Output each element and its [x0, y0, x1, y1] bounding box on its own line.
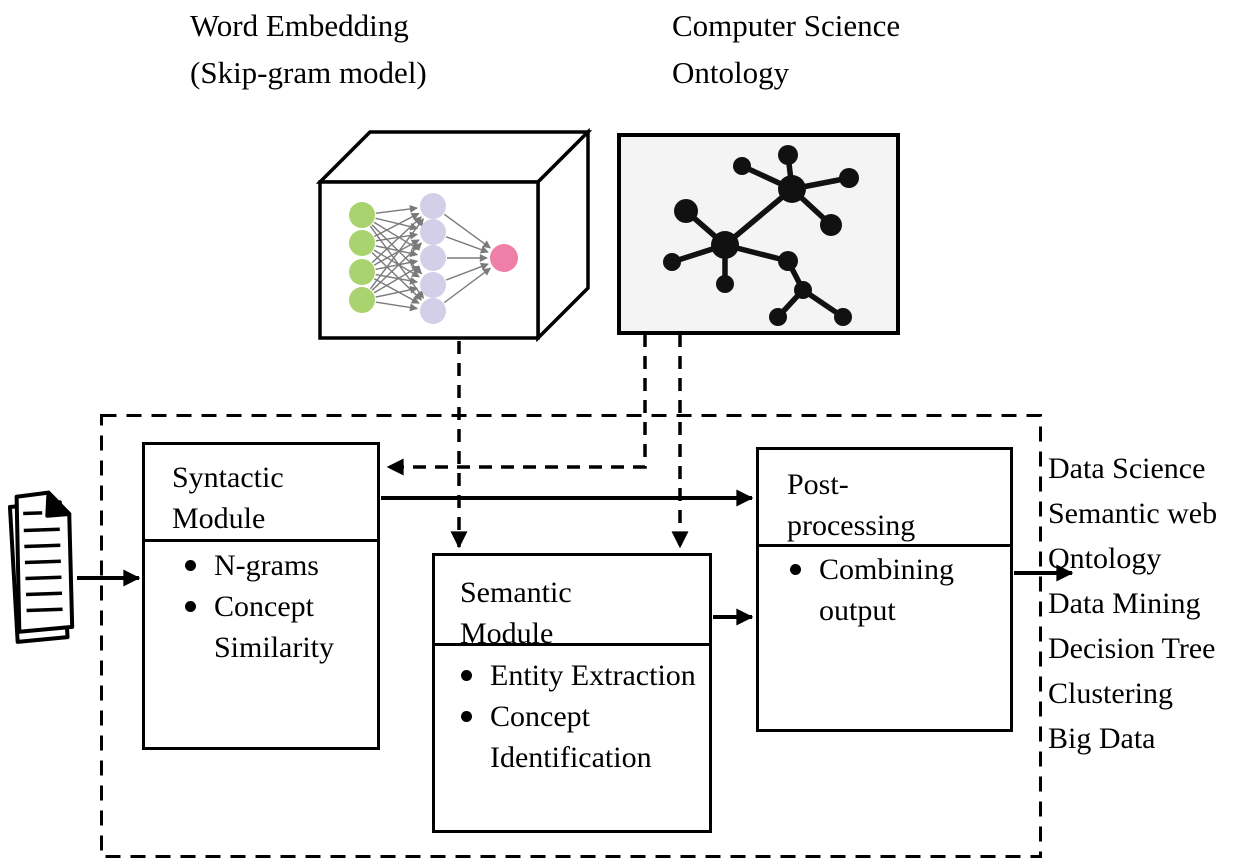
postprocessing-title-line2: processing	[787, 509, 916, 542]
list-item-text: Concept Identification	[490, 700, 652, 774]
arrow-ontology-to-syntactic	[386, 334, 647, 476]
list-item: Concept Similarity	[185, 586, 377, 668]
ontology-graph-icon	[617, 133, 900, 335]
list-item-text: Concept Similarity	[214, 590, 334, 664]
syntactic-module-box: Syntactic Module N-grams Concept Similar…	[142, 442, 380, 750]
list-item-text: Combining output	[819, 553, 955, 627]
bullet-icon	[790, 564, 801, 575]
postprocessing-module-box: Post- processing Combining output	[756, 447, 1013, 732]
output-term: Clustering	[1048, 677, 1173, 710]
neural-network-icon	[315, 127, 593, 343]
syntactic-title-line1: Syntactic	[172, 461, 284, 494]
syntactic-title-line2: Module	[172, 502, 266, 535]
semantic-module-items: Entity Extraction Concept Identification	[435, 646, 709, 778]
output-term: Data Mining	[1048, 587, 1201, 620]
flow-arrows-dashed	[386, 334, 689, 549]
output-term: Decision Tree	[1048, 632, 1216, 665]
semantic-title-line1: Semantic	[460, 576, 572, 609]
postprocessing-module-title: Post- processing	[759, 450, 1010, 547]
list-item-text: Entity Extraction	[490, 659, 696, 692]
computer-science-ontology-label: Computer Science Ontology	[672, 2, 900, 96]
list-item-text: N-grams	[214, 549, 319, 582]
output-term: Big Data	[1048, 722, 1156, 755]
bullet-icon	[185, 601, 196, 612]
semantic-module-box: Semantic Module Entity Extraction Concep…	[432, 553, 712, 833]
syntactic-module-title: Syntactic Module	[145, 445, 377, 542]
output-term: Semantic web	[1048, 497, 1218, 530]
output-term: Ontology	[1048, 542, 1162, 575]
syntactic-module-items: N-grams Concept Similarity	[145, 542, 377, 668]
bullet-icon	[185, 560, 196, 571]
semantic-module-title: Semantic Module	[435, 556, 709, 650]
postprocessing-module-items: Combining output	[759, 547, 1010, 631]
cso-label-line1: Computer Science	[672, 8, 901, 43]
cso-label-line2: Ontology	[672, 55, 790, 90]
bullet-icon	[461, 670, 472, 681]
list-item: N-grams	[185, 545, 377, 586]
document-icon	[7, 490, 75, 644]
postprocessing-title-line1: Post-	[787, 468, 849, 501]
list-item: Concept Identification	[461, 696, 709, 778]
word-embedding-label-line2: (Skip-gram model)	[190, 55, 427, 90]
output-term: Data Science	[1048, 452, 1206, 485]
list-item: Entity Extraction	[461, 655, 709, 696]
output-terms-list: Data Science Semantic web Ontology Data …	[1048, 446, 1217, 761]
list-item: Combining output	[790, 549, 1010, 631]
bullet-icon	[461, 711, 472, 722]
word-embedding-label: Word Embedding (Skip-gram model)	[190, 2, 427, 96]
word-embedding-label-line1: Word Embedding	[190, 8, 409, 43]
